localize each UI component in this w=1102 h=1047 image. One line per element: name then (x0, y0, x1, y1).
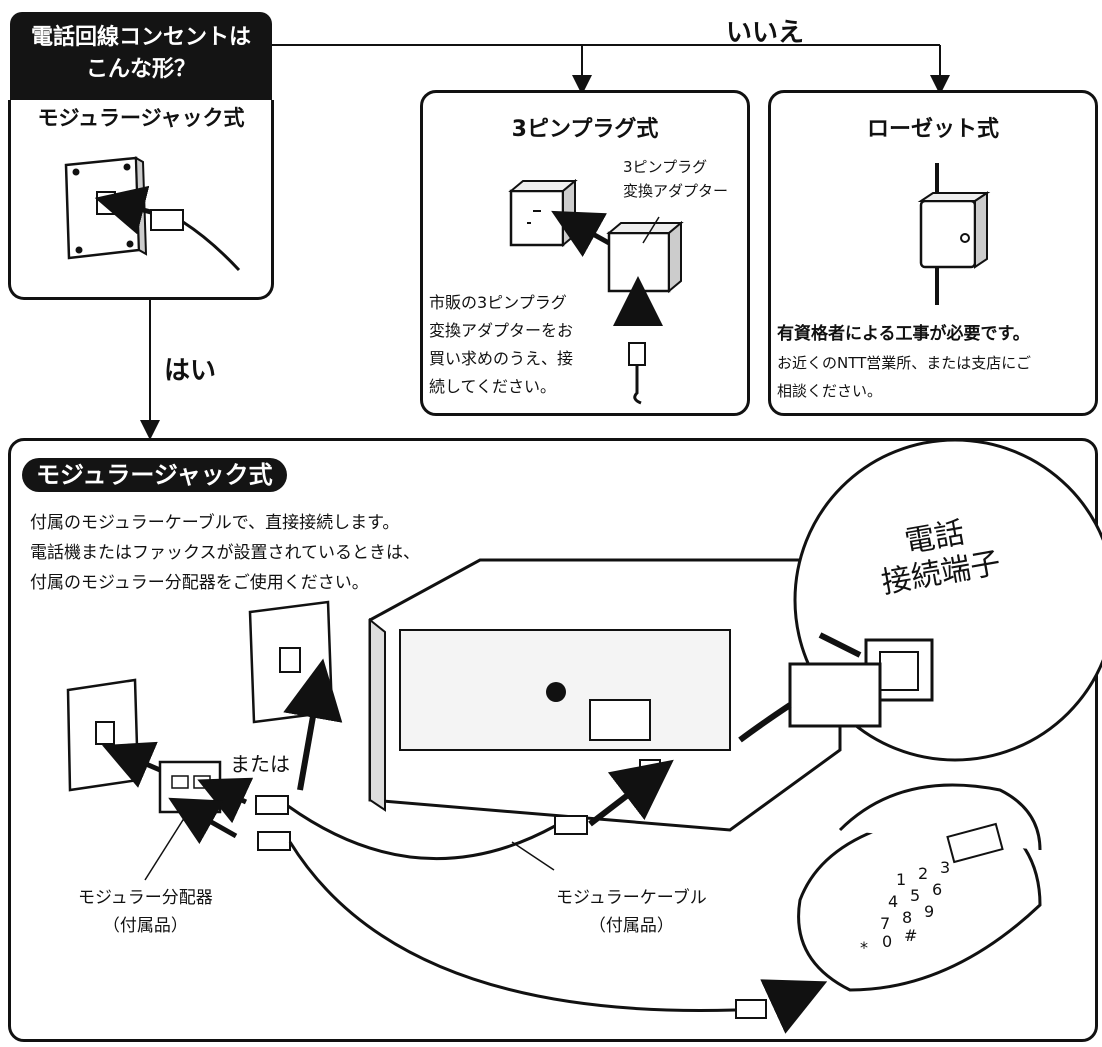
modular-splitter-icon (158, 760, 222, 814)
key-2: 2 (918, 864, 929, 883)
key-3: 3 (940, 858, 951, 877)
modular-jack-example-title: モジュラージャック式 (37, 106, 245, 130)
question-header: 電話回線コンセントは こんな形？ (10, 12, 272, 102)
adapter-label-line1: 3ピンプラグ (623, 158, 708, 176)
main-description-line3: 付属のモジュラー分配器をご使用ください。 (30, 573, 369, 593)
modular-jack-illustration (64, 156, 241, 272)
key-9: 9 (924, 902, 935, 921)
wall-plate-right-icon (248, 600, 334, 724)
recorder-device-icon (368, 558, 842, 832)
cable-leader-line (511, 841, 555, 871)
cable-sub: （付属品） (588, 916, 674, 936)
three-pin-instruction-line2: 変換アダプターをお (429, 321, 574, 340)
key-1: 1 (896, 870, 907, 889)
main-description-line2: 電話機またはファックスが設置されているときは、 (30, 543, 420, 563)
main-description-line1: 付属のモジュラーケーブルで、直接接続します。 (30, 513, 400, 533)
adapter-label-line2: 変換アダプター (623, 182, 729, 200)
splitter-sub: （付属品） (102, 916, 188, 936)
key-5: 5 (910, 886, 921, 905)
rosette-note: お近くのNTT営業所、または支店にご 相談ください。 (777, 349, 1031, 405)
main-section-title: モジュラージャック式 (22, 458, 287, 492)
rosette-note-line1: お近くのNTT営業所、または支店にご (777, 354, 1031, 372)
key-7: 7 (880, 914, 891, 933)
answer-no-label: いいえ (726, 18, 805, 48)
modular-jack-example-box: モジュラージャック式 (8, 100, 274, 300)
modular-cable-icon (255, 795, 767, 1019)
three-pin-box: 3ピンプラグ式 3ピンプラグ 変換アダプター 市販の3ピンプラグ 変換アダプター… (420, 90, 750, 416)
question-line1: 電話回線コンセントは (30, 25, 251, 50)
rosette-warning: 有資格者による工事が必要です。 (777, 324, 1030, 344)
telephone-icon (797, 783, 1042, 992)
rosette-box: ローゼット式 有資格者による工事が必要です。 お近くのNTT営業所、または支店に… (768, 90, 1098, 416)
key-hash: # (904, 926, 918, 945)
three-pin-illustration (508, 178, 684, 405)
modular-plug-icon (628, 342, 646, 405)
rosette-illustration (917, 163, 991, 305)
modular-plug-icon (150, 209, 241, 272)
adapter-label: 3ピンプラグ 変換アダプター (623, 155, 728, 203)
three-pin-instruction-line1: 市販の3ピンプラグ (429, 293, 567, 312)
key-8: 8 (902, 908, 913, 927)
rosette-socket-icon (917, 163, 991, 305)
key-4: 4 (888, 892, 899, 911)
three-pin-instruction: 市販の3ピンプラグ 変換アダプターをお 買い求めのうえ、接 続してください。 (429, 289, 573, 401)
three-pin-instruction-line3: 買い求めのうえ、接 (429, 349, 574, 368)
three-pin-title: 3ピンプラグ式 (511, 117, 659, 142)
key-6: 6 (932, 880, 943, 899)
rosette-note-line2: 相談ください。 (777, 382, 883, 400)
three-pin-instruction-line4: 続してください。 (429, 377, 557, 396)
splitter-leader-line (144, 811, 189, 881)
main-description: 付属のモジュラーケーブルで、直接接続します。 電話機またはファックスが設置されて… (30, 508, 420, 598)
question-line2: こんな形？ (85, 57, 196, 82)
or-label: または (230, 752, 290, 776)
wall-plate-left-icon (66, 678, 140, 792)
cable-label: モジュラーケーブル (556, 888, 707, 908)
cable-caption: モジュラーケーブル （付属品） (556, 884, 707, 940)
rosette-title: ローゼット式 (866, 117, 999, 142)
key-star: * (860, 938, 868, 957)
key-0: 0 (882, 932, 893, 951)
answer-yes-label: はい (164, 356, 217, 386)
splitter-label: モジュラー分配器 (78, 888, 213, 908)
terminal-zoom-icon (738, 438, 1102, 762)
splitter-caption: モジュラー分配器 （付属品） (78, 884, 213, 940)
